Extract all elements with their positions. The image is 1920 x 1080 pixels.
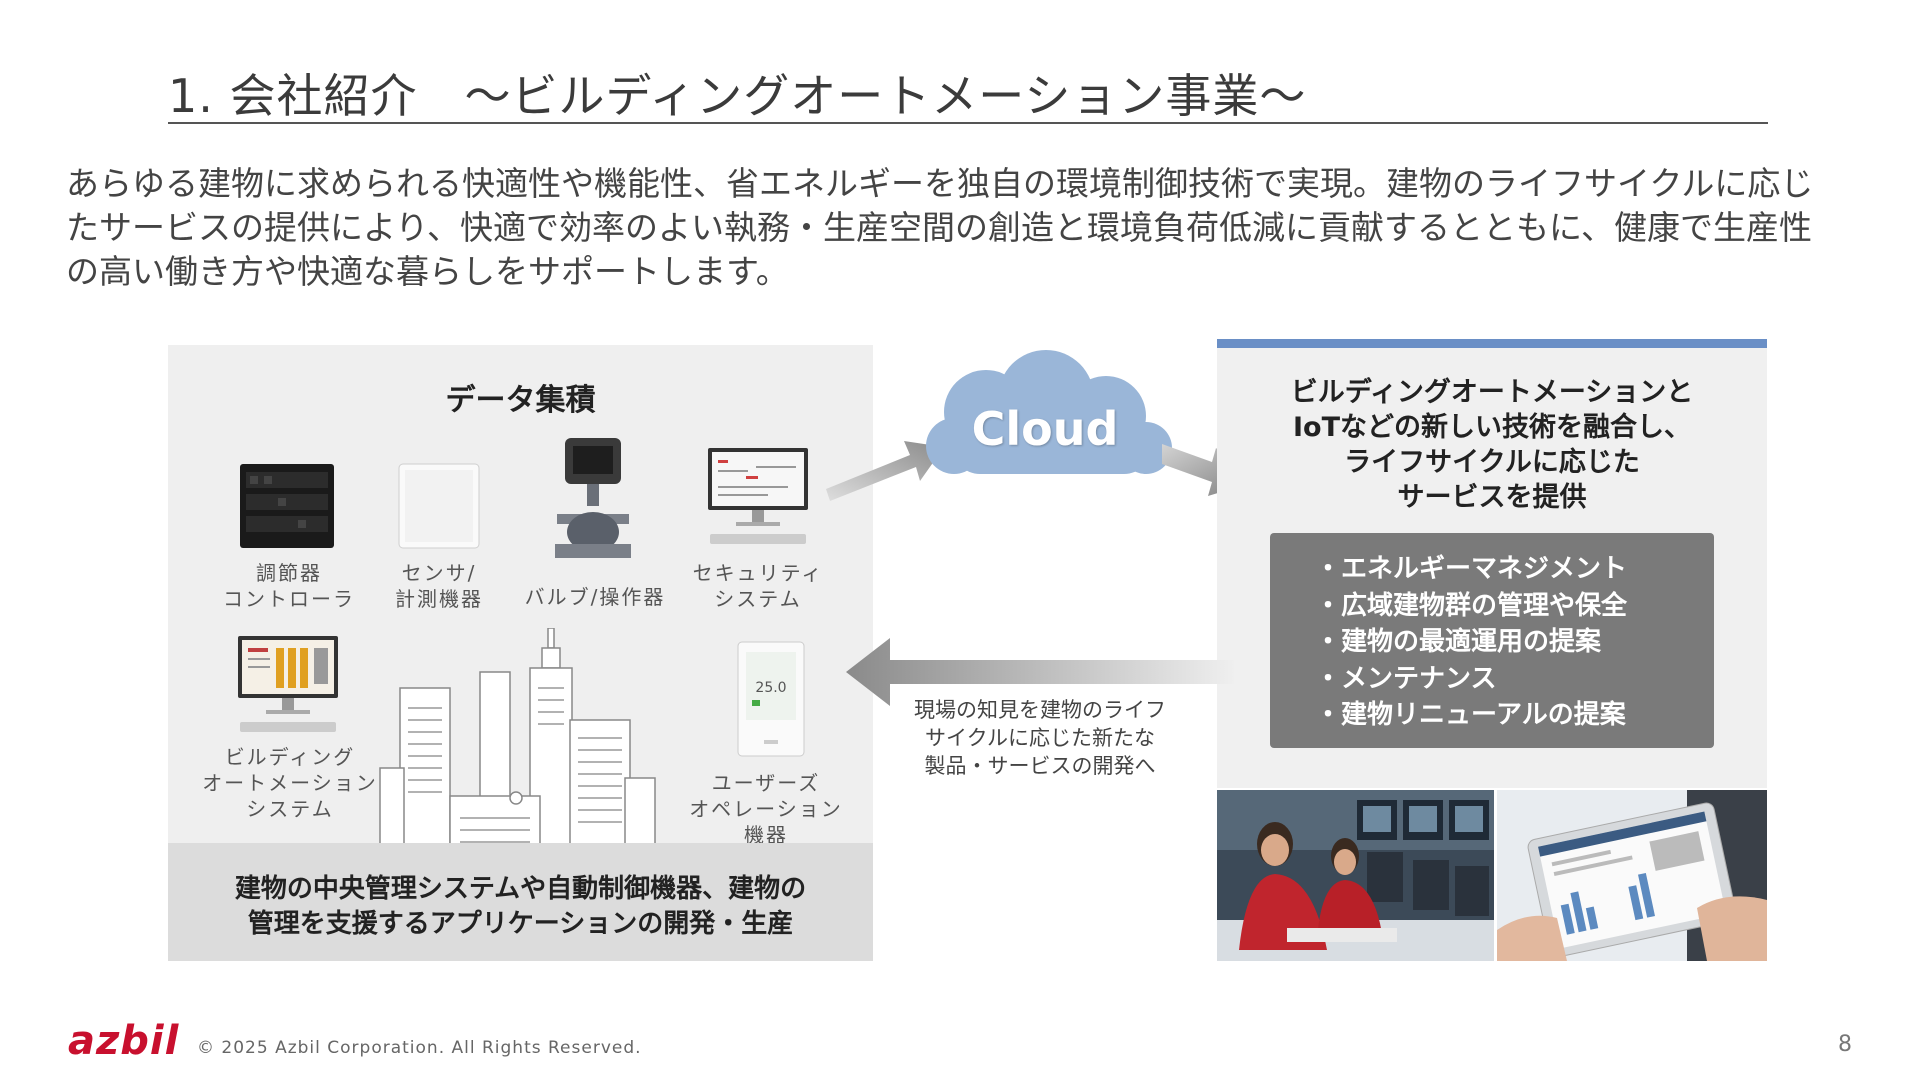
cloud-label: Cloud bbox=[971, 402, 1119, 456]
left-panel-footer bbox=[168, 843, 873, 961]
page-title: 1. 会社紹介 ～ビルディングオートメーション事業～ bbox=[168, 69, 1307, 123]
data-accumulation-heading: データ集積 bbox=[445, 383, 596, 418]
service-item: ・建物リニューアルの提案 bbox=[1315, 700, 1626, 730]
service-item: ・メンテナンス bbox=[1315, 663, 1497, 694]
azbil-logo: azbil bbox=[68, 1018, 180, 1064]
service-item: ・広域建物群の管理や保全 bbox=[1315, 590, 1628, 621]
thermostat-reading: 25.0 bbox=[755, 680, 786, 696]
arrow-feedback bbox=[846, 638, 1234, 706]
service-item: ・建物の最適運用の提案 bbox=[1315, 627, 1602, 657]
buildings-illustration bbox=[370, 628, 670, 854]
right-panel-accent-bar bbox=[1217, 339, 1767, 348]
device-label-sensor: センサ/計測機器 bbox=[395, 561, 483, 611]
tablet-photo bbox=[1497, 790, 1767, 961]
page-number: 8 bbox=[1838, 1032, 1852, 1057]
device-label-user-operation: ユーザーズオペレーション機器 bbox=[689, 771, 843, 847]
control-room-photo bbox=[1217, 790, 1494, 961]
services-box bbox=[1270, 533, 1714, 748]
ba-system-monitor-image bbox=[238, 636, 338, 732]
left-panel-footer-text: 建物の中央管理システムや自動制御機器、建物の 管理を支援するアプリケーションの開… bbox=[234, 874, 807, 939]
feedback-caption: 現場の知見を建物のライフ サイクルに応じた新たな 製品・サービスの開発へ bbox=[914, 698, 1166, 778]
arrow-to-cloud bbox=[826, 441, 944, 501]
security-monitor-image bbox=[708, 448, 808, 544]
intro-paragraph: あらゆる建物に求められる快適性や機能性、省エネルギーを独自の環境制御技術で実現。… bbox=[66, 164, 1814, 291]
device-label-valve: バルブ/操作器 bbox=[524, 585, 666, 609]
copyright-text: © 2025 Azbil Corporation. All Rights Res… bbox=[197, 1038, 642, 1058]
sensor-image bbox=[398, 463, 480, 549]
controller-image bbox=[240, 464, 334, 548]
services-list: ・エネルギーマネジメント ・広域建物群の管理や保全 ・建物の最適運用の提案 ・メ… bbox=[1315, 551, 1705, 734]
thermostat-image: 25.0 bbox=[737, 641, 805, 757]
services-heading: ビルディングオートメーションと IoTなどの新しい技術を融合し、 ライフサイクル… bbox=[1290, 377, 1694, 513]
device-label-controller: 調節器コントローラ bbox=[223, 561, 355, 611]
cloud-icon bbox=[926, 350, 1172, 474]
service-item: ・エネルギーマネジメント bbox=[1315, 554, 1628, 584]
device-label-security: セキュリティシステム bbox=[692, 561, 824, 611]
device-label-ba-system: ビルディングオートメーションシステム bbox=[202, 745, 378, 821]
title-divider bbox=[168, 122, 1768, 124]
valve-image bbox=[555, 438, 631, 558]
